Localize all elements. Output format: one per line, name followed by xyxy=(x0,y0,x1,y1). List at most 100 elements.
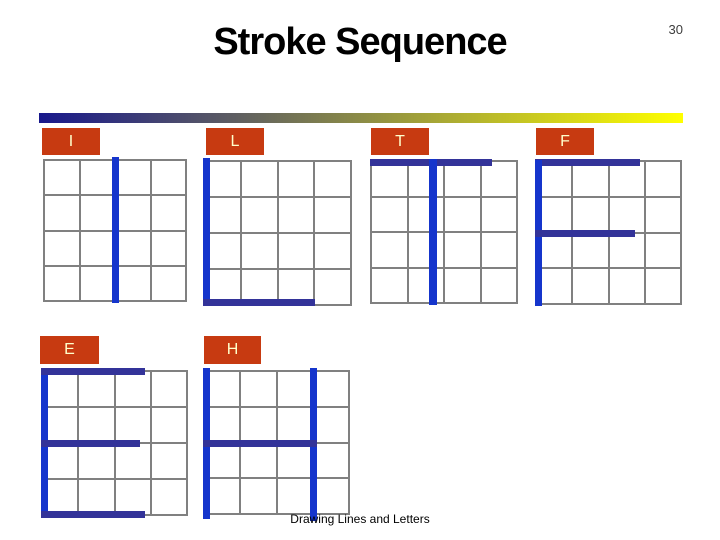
grid-cell xyxy=(241,407,276,442)
grid-cell xyxy=(43,480,78,514)
grid-cell xyxy=(445,197,480,231)
footer-text: Drawing Lines and Letters xyxy=(290,512,430,526)
grid-cell xyxy=(277,372,312,406)
letter-label-t: T xyxy=(371,128,429,155)
letter-label-i: I xyxy=(42,128,100,155)
grid-cell xyxy=(277,407,312,442)
grid-cell xyxy=(45,231,79,265)
grid-cell xyxy=(43,372,78,406)
grid-cell xyxy=(151,231,185,265)
grid-cell xyxy=(537,162,572,196)
grid-cell xyxy=(116,196,150,230)
grid-cell xyxy=(115,408,150,442)
grid-cell xyxy=(151,444,186,478)
grid-cell xyxy=(313,372,348,406)
slide-title: Stroke Sequence xyxy=(213,21,507,63)
grid-cell xyxy=(80,266,114,300)
grid-cell xyxy=(372,197,407,231)
grid-cell xyxy=(43,408,78,442)
stroke-i-1 xyxy=(112,157,119,303)
grid-cell xyxy=(372,162,407,196)
grid-cell xyxy=(278,198,314,232)
grid-cell xyxy=(241,443,276,478)
grid-cell xyxy=(408,268,443,302)
grid-cell xyxy=(481,233,516,267)
grid-cell xyxy=(573,233,608,268)
grid-cell xyxy=(45,161,79,195)
stroke-grid-t xyxy=(370,160,518,304)
stroke-f-3 xyxy=(535,230,635,237)
grid-cell xyxy=(241,372,276,406)
letter-label-h: H xyxy=(204,336,261,364)
stroke-l-1 xyxy=(203,158,210,306)
stroke-h-3 xyxy=(203,440,317,447)
grid-cell xyxy=(116,231,150,265)
grid-cell xyxy=(481,162,516,196)
grid-cell xyxy=(315,198,350,232)
grid-cell xyxy=(445,233,480,267)
grid-cell xyxy=(445,268,480,302)
grid-cell xyxy=(205,162,240,196)
grid-cell xyxy=(609,197,644,232)
grid-cell xyxy=(315,270,350,304)
grid-cell xyxy=(278,234,314,268)
stroke-e-4 xyxy=(41,511,145,518)
grid-cell xyxy=(609,269,644,303)
grid-cell xyxy=(151,196,185,230)
grid-cell xyxy=(115,372,150,406)
grid-cell xyxy=(151,408,186,442)
stroke-e-2 xyxy=(41,368,145,375)
grid-cell xyxy=(445,162,480,196)
letter-label-l: L xyxy=(206,128,264,155)
grid-cell xyxy=(151,372,186,406)
grid-cell xyxy=(205,479,240,513)
grid-cell xyxy=(537,197,572,232)
stroke-e-3 xyxy=(41,440,140,447)
grid-cell xyxy=(241,198,277,232)
grid-cell xyxy=(537,233,572,268)
grid-cell xyxy=(241,270,277,304)
grid-cell xyxy=(315,234,350,268)
grid-cell xyxy=(80,196,114,230)
grid-cell xyxy=(645,233,680,268)
grid-cell xyxy=(205,234,240,268)
grid-cell xyxy=(115,480,150,514)
grid-cell xyxy=(277,479,312,513)
grid-cell xyxy=(79,372,114,406)
grid-cell xyxy=(573,269,608,303)
grid-cell xyxy=(645,162,680,196)
grid-cell xyxy=(151,266,185,300)
grid-cell xyxy=(408,197,443,231)
letter-label-e: E xyxy=(40,336,99,364)
grid-cell xyxy=(205,270,240,304)
grid-cell xyxy=(609,233,644,268)
grid-cell xyxy=(151,161,185,195)
grid-cell xyxy=(537,269,572,303)
grid-cell xyxy=(278,162,314,196)
grid-cell xyxy=(205,407,240,442)
page-number: 30 xyxy=(668,22,683,37)
grid-cell xyxy=(481,197,516,231)
stroke-grid-l xyxy=(203,160,352,306)
grid-cell xyxy=(481,268,516,302)
grid-cell xyxy=(205,372,240,406)
grid-cell xyxy=(313,479,348,513)
grid-cell xyxy=(45,266,79,300)
grid-cell xyxy=(408,233,443,267)
grid-cell xyxy=(205,198,240,232)
grid-cell xyxy=(79,480,114,514)
grid-cell xyxy=(205,443,240,478)
stroke-l-2 xyxy=(203,299,315,306)
grid-cell xyxy=(277,443,312,478)
grid-cell xyxy=(79,444,114,478)
grid-cell xyxy=(115,444,150,478)
stroke-f-1 xyxy=(535,159,640,166)
grid-cell xyxy=(315,162,350,196)
grid-cell xyxy=(313,407,348,442)
grid-cell xyxy=(241,234,277,268)
grid-cell xyxy=(80,161,114,195)
grid-cell xyxy=(645,197,680,232)
grid-cell xyxy=(241,162,277,196)
grid-cell xyxy=(573,197,608,232)
